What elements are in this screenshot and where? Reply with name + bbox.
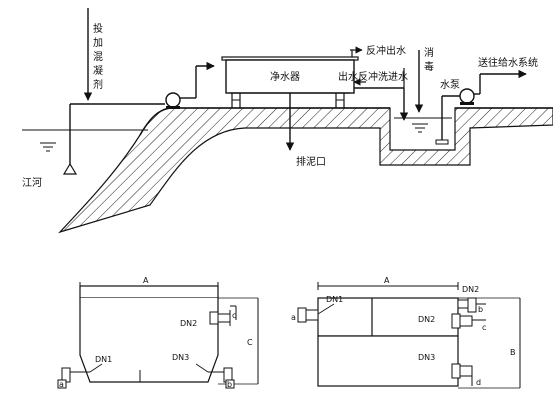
outlet-pipe — [353, 68, 409, 121]
right-small-d: d — [476, 378, 481, 387]
left-pump-icon — [165, 92, 181, 109]
coagulant-char-3: 混 — [93, 51, 103, 63]
intake-pipe — [62, 103, 165, 175]
river-surface — [22, 129, 148, 152]
left-dn2-fitting — [209, 305, 237, 326]
coagulant-char-2: 加 — [93, 37, 103, 49]
purifier-unit — [221, 56, 359, 108]
disinfect-dosing: 消 毒 — [414, 46, 434, 113]
disinfect-char-1: 消 — [424, 46, 434, 59]
right-small-c: c — [482, 323, 486, 332]
sludge-label: 排泥口 — [296, 155, 326, 168]
right-small-b: b — [478, 305, 483, 314]
right-tank-drawing: A B DN1 a DN2 DN2 b c — [291, 276, 521, 389]
left-small-c: c — [232, 311, 236, 320]
backwash-out-label: 反冲出水 — [366, 44, 406, 57]
right-pump-icon — [459, 88, 475, 105]
coagulant-char-1: 投 — [93, 22, 103, 35]
clear-water-tank — [394, 95, 460, 145]
coagulant-char-4: 凝 — [93, 65, 103, 77]
disinfect-char-2: 毒 — [424, 60, 434, 73]
backwash-in-label: 出水反冲洗进水 — [338, 70, 408, 83]
pump-label: 水泵 — [440, 79, 460, 91]
left-dn3-fitting — [195, 363, 235, 389]
coagulant-char-5: 剂 — [93, 78, 103, 91]
left-tank-drawing: A C DN2 c DN1 a — [57, 276, 259, 389]
purifier-label: 净水器 — [270, 70, 300, 83]
foot-valve-icon — [62, 162, 78, 175]
supply-pipe — [474, 69, 527, 95]
right-dn3-fitting — [451, 363, 473, 386]
left-small-b: b — [227, 380, 232, 389]
right-dn1-fitting — [297, 303, 335, 323]
supply-label: 送往给水系统 — [478, 56, 538, 69]
left-dim-c: C — [247, 338, 253, 347]
left-dim-a: A — [143, 276, 149, 285]
right-dn2-top-label: DN2 — [462, 285, 479, 294]
backwash-out-pipe — [350, 46, 363, 57]
coagulant-dosing: 投 加 混 凝 剂 — [83, 8, 103, 101]
right-dn2-fitting — [451, 297, 486, 329]
left-dn1-fitting — [57, 363, 103, 389]
ground-embankment — [58, 107, 553, 234]
right-dim-b: B — [510, 348, 516, 357]
left-dn2-label: DN2 — [180, 319, 197, 328]
left-dn1-label: DN1 — [95, 355, 112, 364]
right-dn2-label: DN2 — [418, 315, 435, 324]
right-dn1-label: DN1 — [326, 295, 343, 304]
right-dn3-label: DN3 — [418, 353, 435, 362]
top-schematic: 江河 投 加 混 凝 剂 — [22, 8, 553, 234]
left-small-a: a — [59, 380, 64, 389]
river-label: 江河 — [22, 177, 42, 189]
right-dim-a: A — [384, 276, 390, 285]
left-dn3-label: DN3 — [172, 353, 189, 362]
feed-pipe — [180, 61, 215, 99]
right-small-a: a — [291, 313, 296, 322]
